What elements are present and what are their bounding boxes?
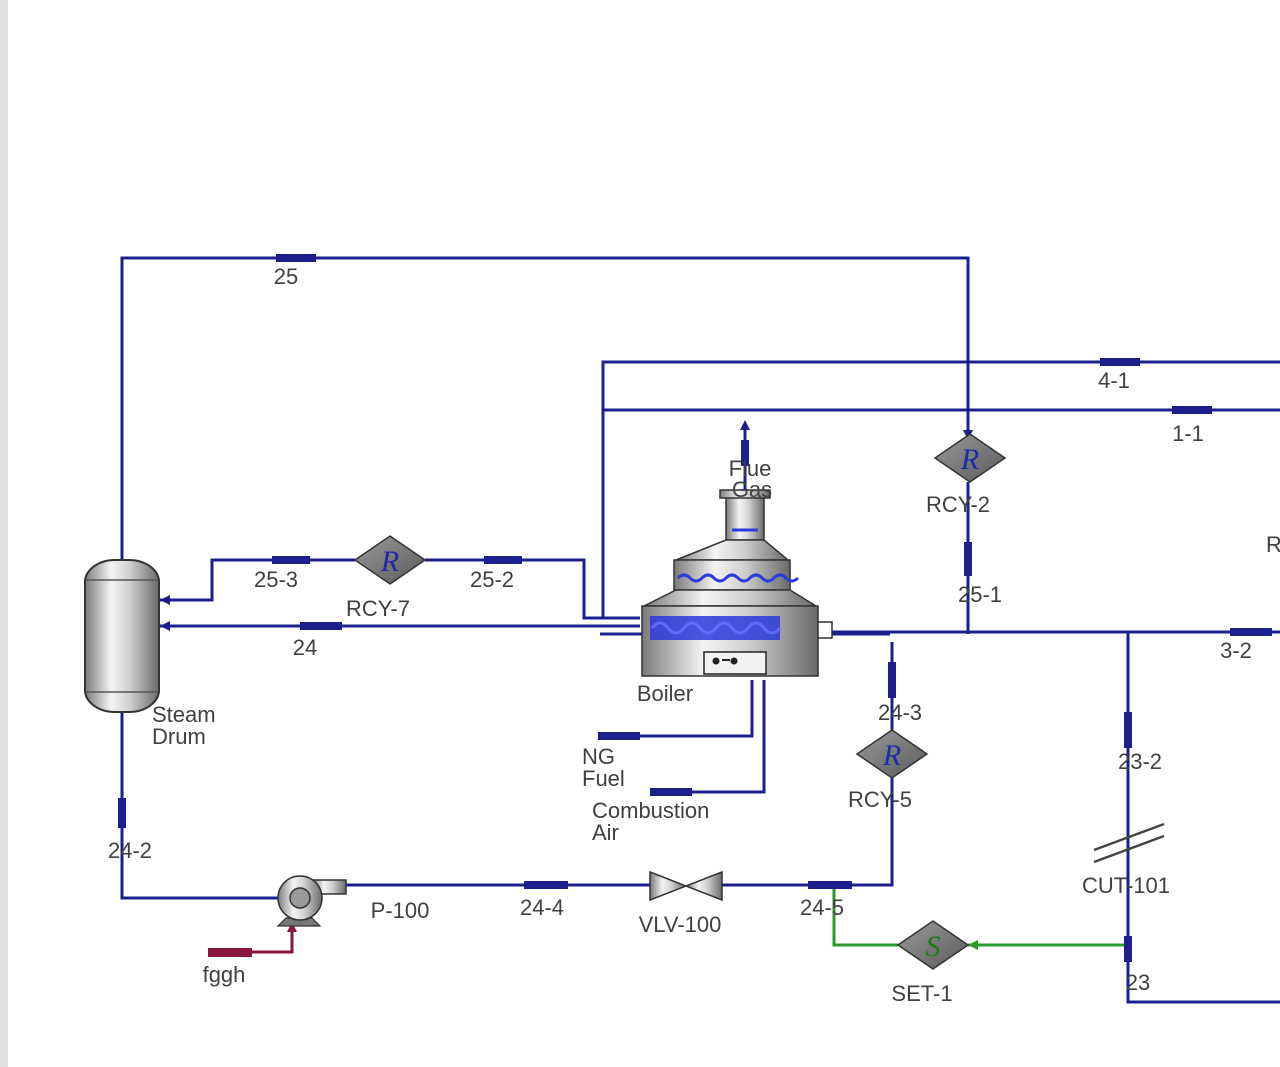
marker-24-4[interactable] [524,881,568,889]
set-1-glyph: S [926,930,941,963]
arrow-into-drum-25-3 [160,595,170,605]
label-stream-fggh: fggh [203,962,246,987]
label-combustion-air-1: Combustion [592,798,709,823]
label-rcy-2: RCY-2 [926,492,990,517]
stream-24-2-line[interactable] [120,710,280,900]
label-stream-24-3: 24-3 [878,700,922,725]
marker-23-2[interactable] [1124,712,1132,748]
marker-24-3[interactable] [888,662,896,698]
marker-25-1[interactable] [964,542,972,576]
label-stream-24-5: 24-5 [800,895,844,920]
label-rcy-5: RCY-5 [848,787,912,812]
stream-ng-fuel-line[interactable] [598,680,754,738]
label-set-1: SET-1 [891,981,952,1006]
marker-23[interactable] [1124,936,1132,962]
valve-vlv100[interactable] [649,870,723,902]
boiler[interactable] [641,489,833,677]
label-vlv-100: VLV-100 [639,912,722,937]
stream-4-1-line[interactable] [601,360,1280,618]
stream-25-2-line[interactable] [425,558,640,620]
arrow-into-set1 [968,940,978,950]
rcy-7-glyph: R [380,545,399,578]
marker-1-1[interactable] [1172,406,1212,414]
rcy-7-block[interactable]: R [353,535,427,585]
steam-drum[interactable] [84,559,160,713]
label-boiler: Boiler [637,681,693,706]
stream-23-2-line[interactable] [1126,632,1280,1004]
marker-24[interactable] [300,622,342,630]
rcy-5-glyph: R [882,739,901,772]
label-ng-fuel-1: NG [582,744,615,769]
marker-ng-fuel[interactable] [598,732,640,740]
set-1-signal-out[interactable] [832,885,898,947]
rcy-2-glyph: R [960,443,979,476]
marker-combustion-air[interactable] [650,788,692,796]
stream-24-5-line[interactable] [722,776,894,887]
rcy-5-block[interactable]: R [855,729,929,779]
labels: 25 4-1 1-1 Flue Gas RCY-2 R 25-3 25-2 25… [108,264,1280,1006]
label-p-100: P-100 [371,898,430,923]
arrow-flue-gas-up [740,420,750,430]
label-steam-drum-2: Drum [152,724,206,749]
cutter-cut101[interactable] [1093,822,1165,864]
label-rcy-7: RCY-7 [346,596,410,621]
canvas-left-border [0,0,8,1067]
marker-25-3[interactable] [272,556,310,564]
label-stream-1-1: 1-1 [1172,421,1204,446]
marker-fggh[interactable] [208,948,252,957]
set-1-block[interactable]: S [896,920,970,970]
label-ng-fuel-2: Fuel [582,766,625,791]
label-flue-gas-2: Gas [732,477,772,502]
label-stream-24-2: 24-2 [108,838,152,863]
marker-24-5[interactable] [808,881,852,889]
label-stream-25-3: 25-3 [254,567,298,592]
rcy-2-block[interactable]: R [933,433,1007,483]
label-steam-drum-1: Steam [152,702,216,727]
label-partial-unit: R [1266,532,1280,557]
label-combustion-air-2: Air [592,820,619,845]
label-stream-3-2: 3-2 [1220,638,1252,663]
label-flue-gas-1: Flue [729,456,772,481]
label-stream-4-1: 4-1 [1098,368,1130,393]
label-cut-101: CUT-101 [1082,873,1170,898]
marker-24-2[interactable] [118,798,126,828]
marker-4-1[interactable] [1100,358,1140,366]
stream-markers [118,254,1272,962]
label-stream-25-2: 25-2 [470,567,514,592]
label-stream-23: 23 [1126,970,1150,995]
label-stream-25-1: 25-1 [958,582,1002,607]
pump-p100[interactable] [276,875,347,927]
stream-25-line[interactable] [120,256,970,565]
arrow-fggh-into-pump [287,922,297,932]
marker-3-2[interactable] [1230,628,1272,636]
arrow-into-drum-24 [160,621,170,631]
label-stream-24-4: 24-4 [520,895,564,920]
label-stream-24: 24 [293,635,317,660]
label-stream-23-2: 23-2 [1118,749,1162,774]
marker-flue-gas[interactable] [741,440,749,466]
marker-25-2[interactable] [484,556,522,564]
label-stream-25: 25 [274,264,298,289]
marker-25[interactable] [276,254,316,262]
